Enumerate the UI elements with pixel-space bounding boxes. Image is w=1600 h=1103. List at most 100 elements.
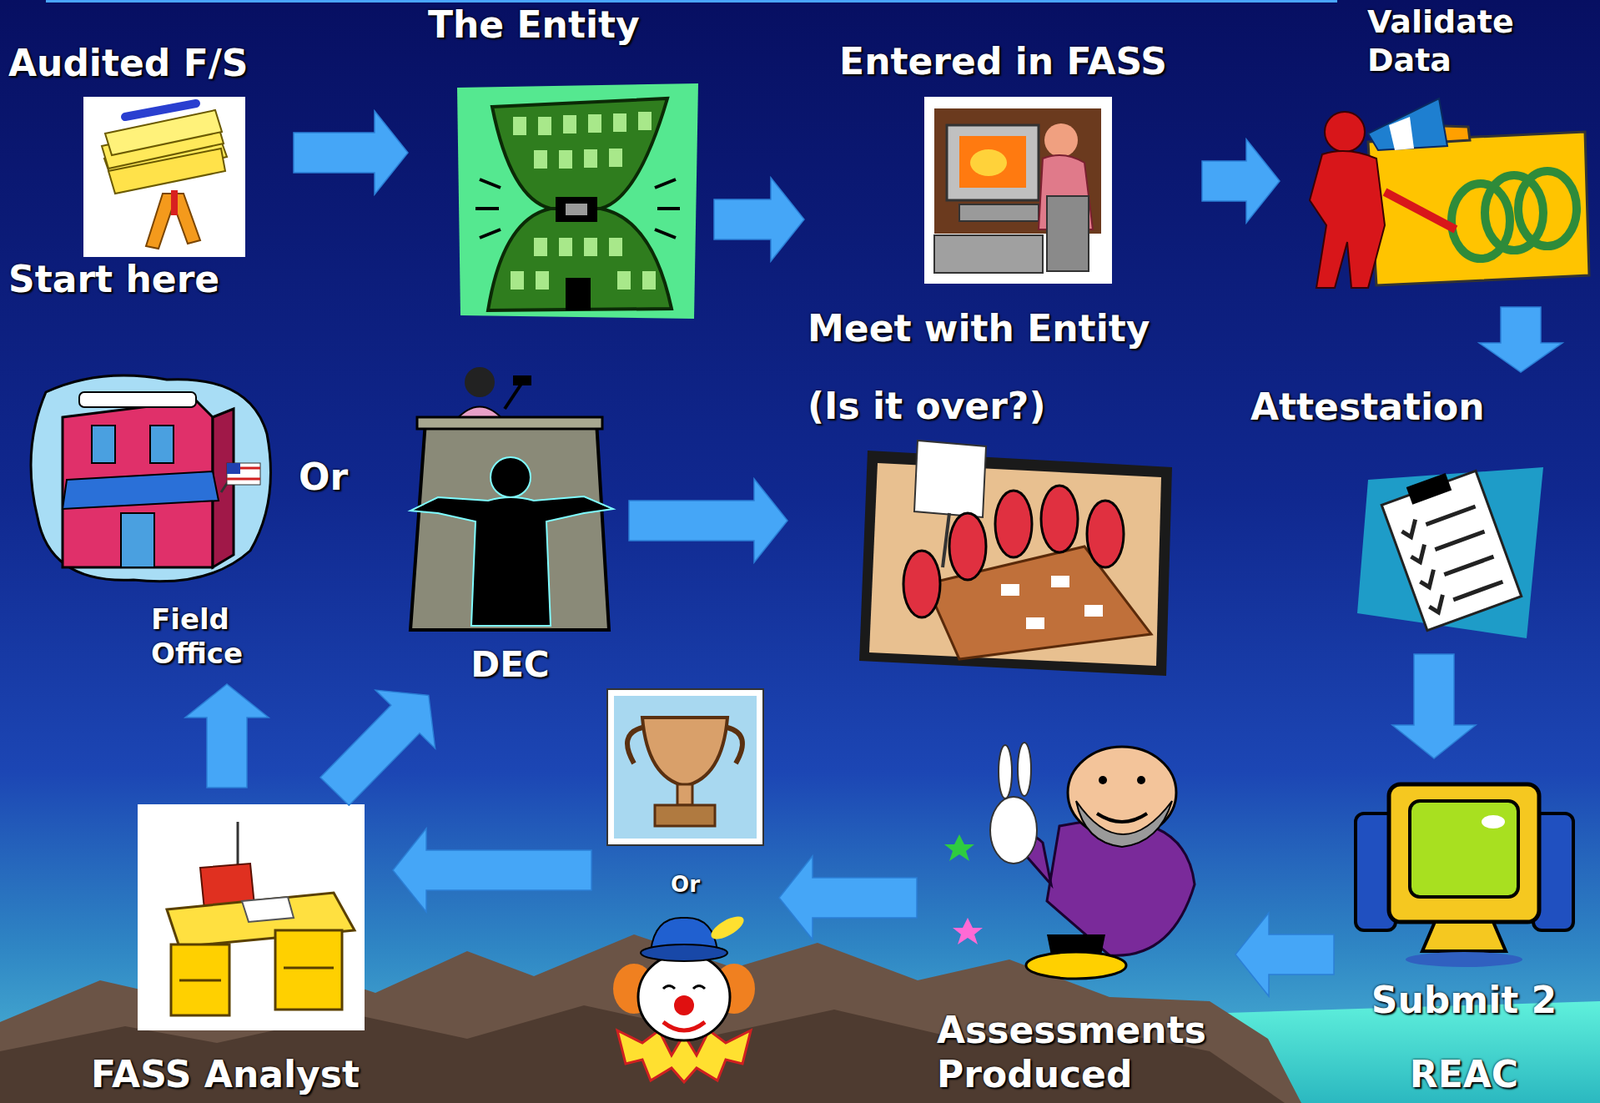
- block-arrow: [392, 828, 592, 912]
- clipboard-part-part-part: [1399, 519, 1421, 540]
- meeting-room-part-part: [995, 490, 1032, 558]
- meeting-room-part-part: [1026, 617, 1045, 629]
- papers-man-part: [83, 96, 246, 257]
- meeting-room-part-part: [1001, 583, 1020, 596]
- clipboard-part-part: [1399, 498, 1505, 615]
- entity-building-part-part: [563, 115, 577, 134]
- entity-building-part-part: [535, 271, 549, 290]
- computer-user-part: [934, 235, 1043, 273]
- clipboard-part-part-part: [1408, 544, 1430, 565]
- meeting-room-part-part: [1051, 575, 1070, 588]
- clown-part: [693, 986, 705, 990]
- clipboard-part: [1378, 462, 1522, 631]
- entity-building-part-part: [479, 229, 501, 238]
- field-office-building-part: [226, 462, 241, 474]
- computer-user-part: [924, 96, 1112, 284]
- monitor-part: [1405, 951, 1523, 967]
- block-arrow: [1202, 139, 1280, 223]
- flow-step: Submit 2REAC: [1347, 771, 1581, 1097]
- clipboard-part-part-part: [1427, 594, 1449, 615]
- trophy-part: [654, 805, 715, 826]
- flow-step: Meet with Entity(Is it over?): [800, 306, 1185, 678]
- clipboard-part-part-part: [1418, 569, 1439, 590]
- entity-building-part: [510, 111, 656, 290]
- meeting-room-part: [942, 513, 950, 568]
- papers-man: [83, 96, 246, 257]
- step-label: Or: [670, 871, 700, 898]
- monitor-part: [1422, 921, 1506, 951]
- monitor: [1355, 784, 1574, 967]
- validate-figure-part: [1384, 191, 1456, 230]
- block-arrow: [628, 478, 788, 563]
- block-arrow: [1235, 912, 1334, 997]
- entity-building-part-part: [558, 237, 573, 257]
- step-label: DEC: [470, 644, 549, 686]
- entity-building-part-part: [513, 116, 527, 136]
- clown-part: [663, 1021, 705, 1031]
- entity-building-part-part: [613, 113, 627, 132]
- clipboard-part-part-part: [1425, 506, 1475, 525]
- magician-part: [1076, 800, 1173, 847]
- step-label: Start here: [8, 257, 220, 302]
- trophy-part: [627, 727, 643, 764]
- entity-building-part-part: [608, 237, 623, 257]
- clipboard-part-part-part: [1434, 531, 1485, 550]
- block-arrow: [1479, 306, 1563, 373]
- meeting-room-part-part: [1086, 500, 1124, 568]
- desk-part: [171, 944, 230, 1016]
- validate-figure-part: [1388, 116, 1414, 151]
- courtroom-part: [410, 496, 614, 626]
- magician-part: [944, 834, 975, 861]
- flow-step: Entered in FASS: [817, 40, 1189, 288]
- meeting-room-part: [869, 462, 1162, 666]
- flow-step: FASS Analyst: [70, 800, 380, 1097]
- entity-building-part-part: [654, 229, 676, 238]
- entity-building-part-part: [533, 237, 548, 257]
- papers-man-part: [108, 148, 226, 194]
- courtroom-part: [504, 383, 522, 409]
- block-arrow: [1392, 654, 1476, 759]
- meeting-room: [859, 440, 1173, 676]
- meeting-room-part: [903, 485, 1124, 618]
- step-label: REAC: [1409, 1052, 1519, 1097]
- clipboard-part-part-part: [1444, 556, 1494, 575]
- courtroom-part: [513, 375, 532, 386]
- courtroom-part: [490, 457, 531, 498]
- field-office-building: [30, 375, 272, 582]
- validate-figure-part: [1309, 150, 1385, 288]
- entity-building-part-part: [657, 206, 680, 211]
- block-arrow: [779, 855, 917, 940]
- entity-building-part: [565, 277, 591, 311]
- meeting-room-part: [1001, 575, 1103, 629]
- entity-building-part-part: [608, 148, 623, 167]
- field-office-building-part: [120, 513, 155, 568]
- trophy-part: [677, 784, 693, 806]
- entity-building: [457, 83, 699, 319]
- block-arrow: [714, 177, 805, 262]
- magician-part: [998, 744, 1012, 799]
- clipboard-part-part-part: [1453, 581, 1503, 600]
- entity-building-part-part: [475, 206, 499, 211]
- entity-building-part: [488, 208, 672, 311]
- magician-part: [1098, 775, 1107, 785]
- computer-user-part: [970, 149, 1007, 177]
- meeting-room-part-part: [949, 513, 987, 580]
- trophy-part: [607, 689, 764, 846]
- papers-man-part: [171, 190, 178, 216]
- field-office-building-part: [79, 392, 197, 408]
- validate-figure-part: [1451, 171, 1577, 259]
- magician-part: [952, 917, 983, 945]
- clown-part: [640, 944, 728, 962]
- trophy-part: [610, 692, 760, 842]
- clipboard-part-part: [1381, 470, 1521, 630]
- flow-step: Or: [604, 685, 766, 1085]
- field-office-building-part: [226, 462, 261, 485]
- field-office-building-part: [30, 375, 272, 582]
- entity-building-part-part: [558, 150, 573, 169]
- desk-part: [241, 896, 294, 922]
- entity-building-part: [475, 179, 680, 238]
- computer-user-part: [946, 125, 1039, 201]
- step-label: Meet with Entity: [807, 306, 1150, 352]
